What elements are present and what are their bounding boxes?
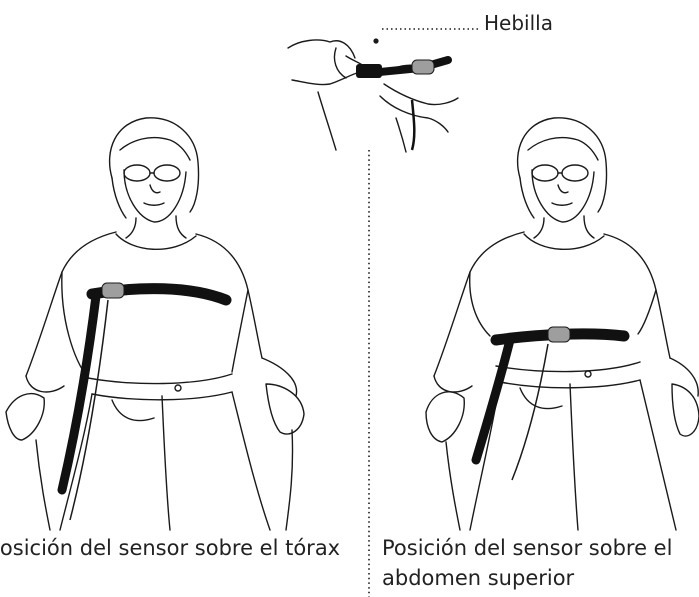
sensor-cable (511, 343, 549, 481)
buckle-inset (287, 39, 459, 153)
inset-sensor-icon (411, 59, 435, 75)
abdomen-sensor-icon (547, 326, 571, 343)
sensor-cable (69, 299, 109, 521)
caption-line: abdomen superior (382, 566, 575, 590)
strap-tail (471, 335, 515, 465)
figure-right (425, 117, 699, 531)
figure-left (5, 117, 305, 531)
buckle-label: Hebilla (484, 11, 553, 35)
strap-tail (57, 291, 101, 495)
buckle-icon (356, 64, 382, 78)
callout-dot (373, 38, 379, 44)
caption-chest-position: Posición del sensor sobre el tórax (0, 536, 341, 560)
chest-sensor-icon (101, 282, 125, 299)
inset-cable (410, 99, 416, 151)
caption-abdomen-position: Posición del sensor sobre el abdomen sup… (382, 533, 672, 593)
caption-line: Posición del sensor sobre el (382, 536, 673, 560)
